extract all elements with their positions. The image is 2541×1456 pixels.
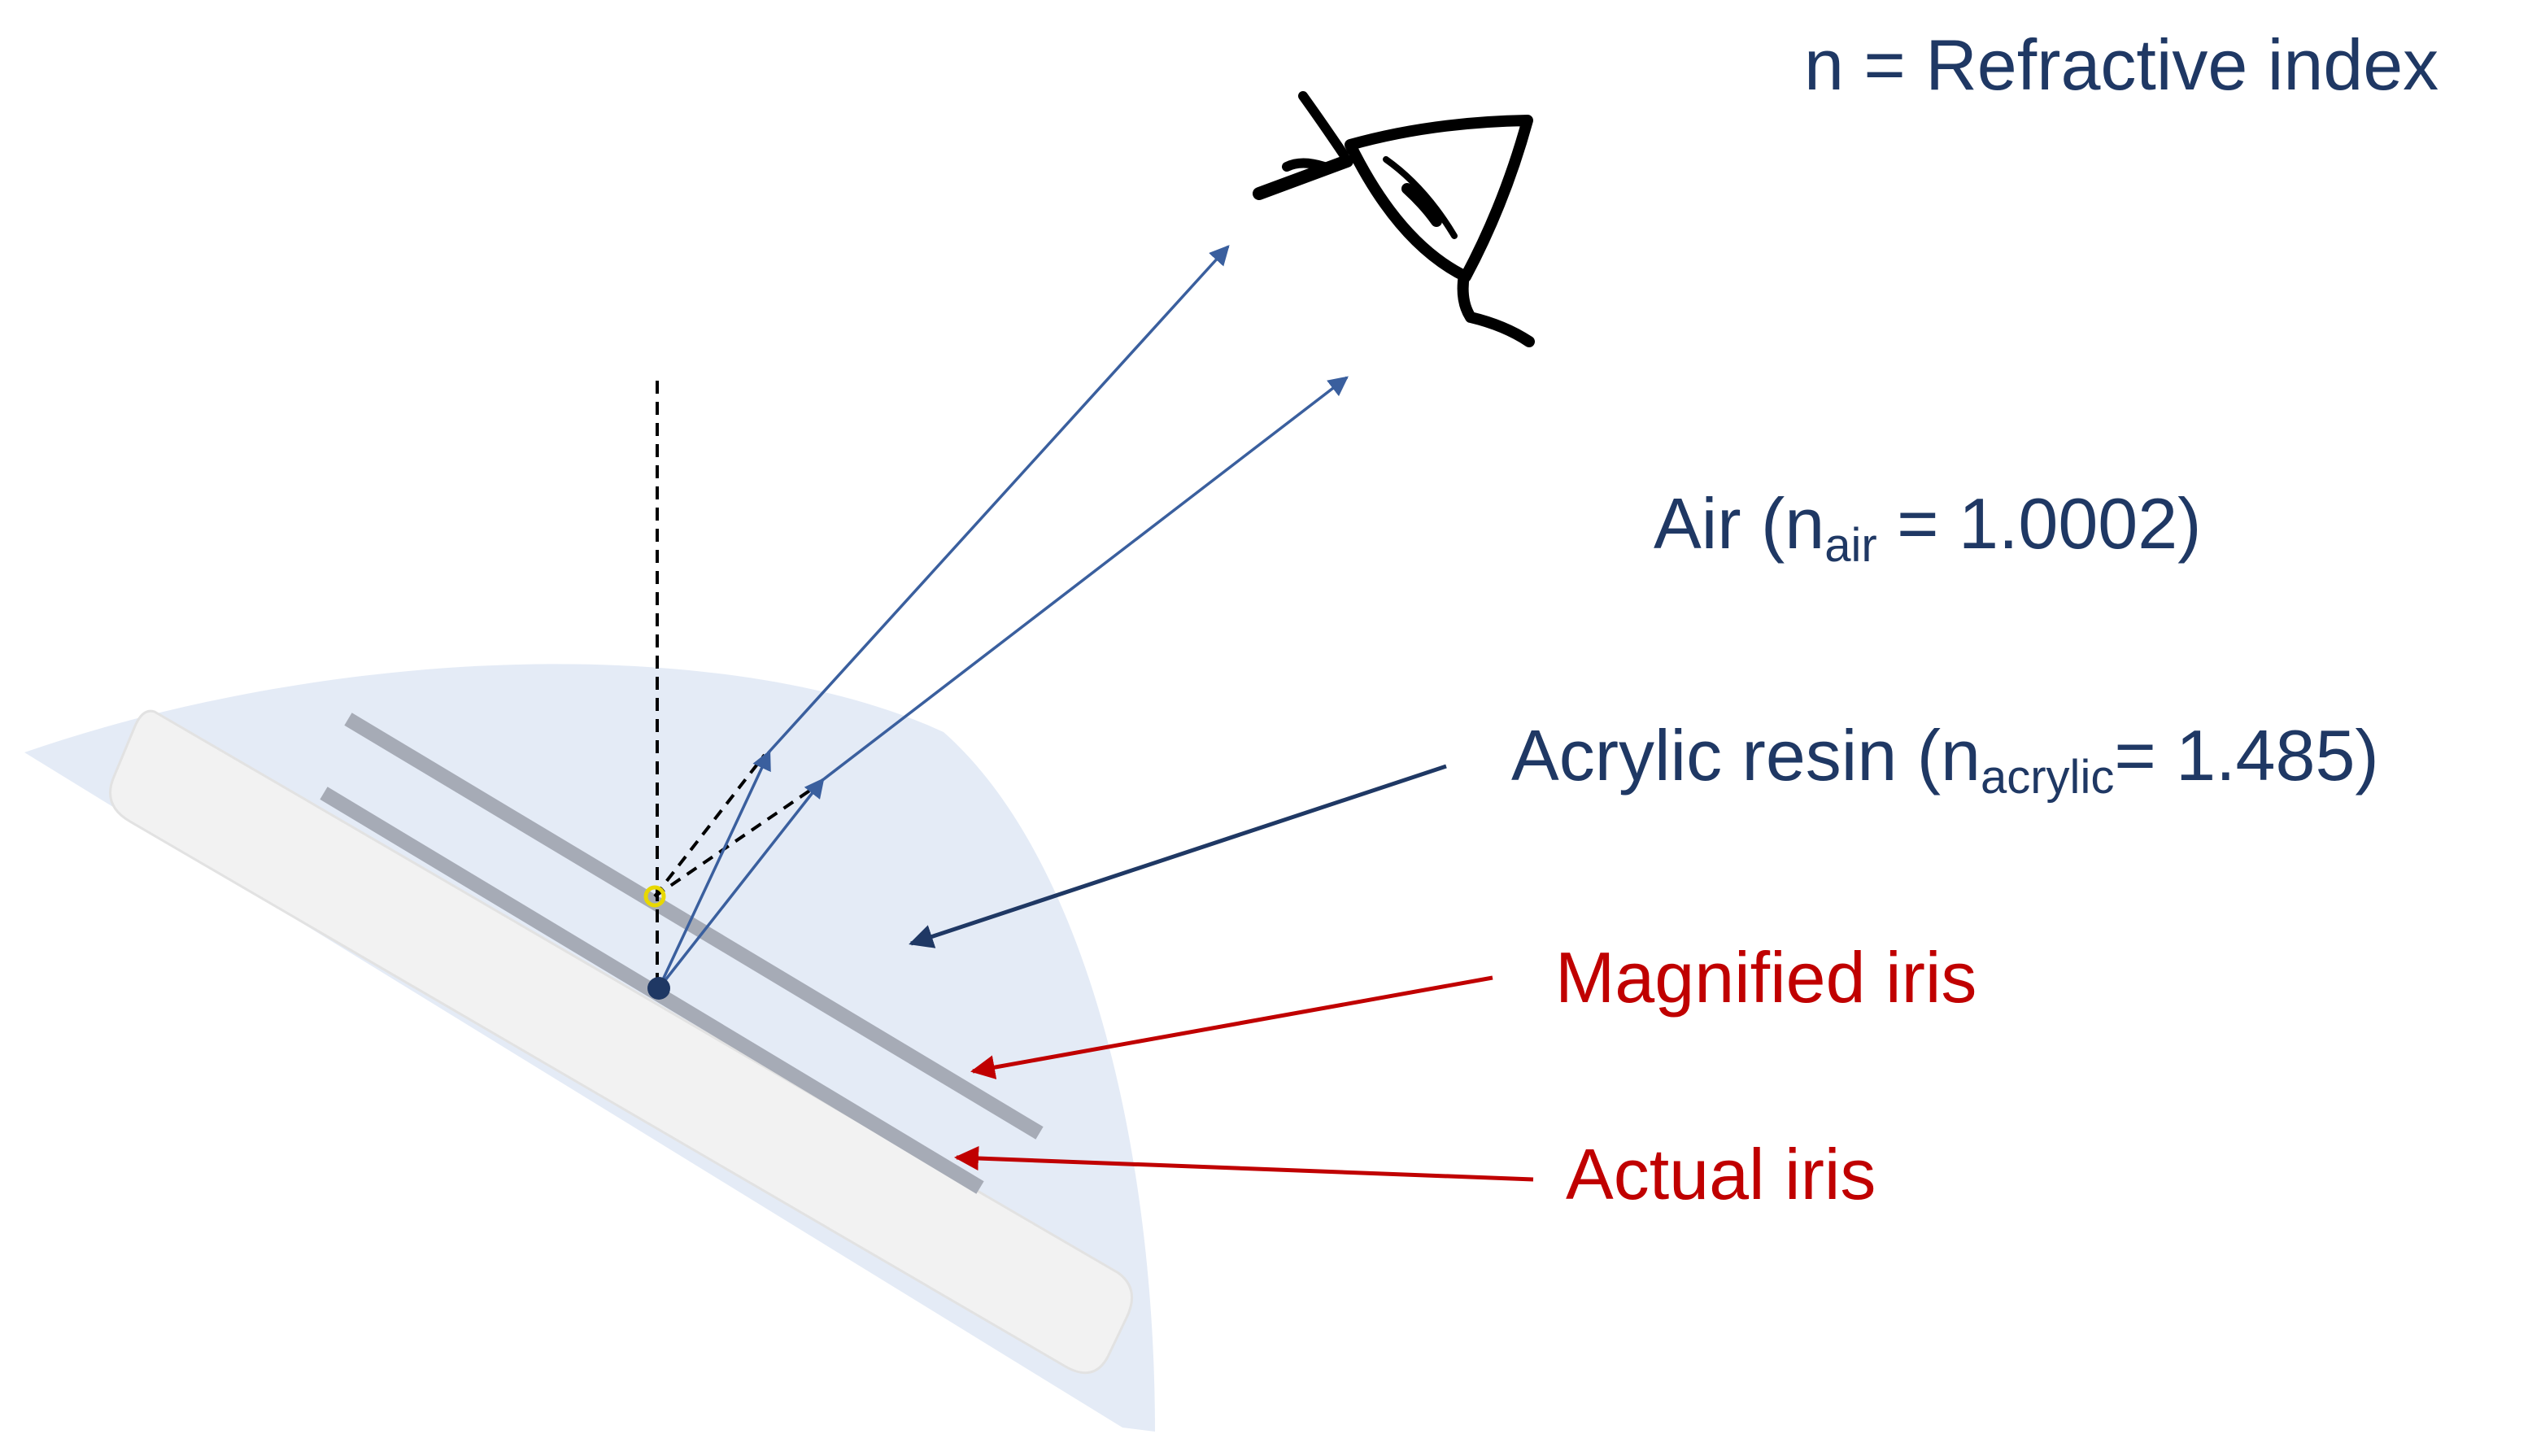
acrylic-medium-label: Acrylic resin (nacrylic= 1.485): [1511, 715, 2379, 804]
actual-iris-point: [647, 977, 670, 1000]
air-medium-label: Air (nair = 1.0002): [1654, 483, 2202, 573]
air-ray-1: [766, 245, 1230, 755]
air-ray-2: [820, 376, 1349, 782]
acrylic-pointer-arrow: [909, 764, 1447, 948]
inner-ray-2: [657, 778, 825, 990]
refractive-index-legend: n = Refractive index: [1804, 24, 2439, 105]
inner-ray-1: [657, 749, 771, 989]
base-plate: [109, 709, 1133, 1375]
virtual-ray-1: [653, 753, 766, 898]
eye-icon: [1253, 91, 1535, 347]
virtual-iris-point: [643, 885, 666, 908]
actual-iris-label: Actual iris: [1566, 1134, 1876, 1214]
magnified-iris-label: Magnified iris: [1555, 937, 1977, 1018]
magnified-iris-bar: [344, 713, 1044, 1140]
actual-iris-pointer-arrow: [954, 1146, 1534, 1182]
virtual-ray-2: [653, 781, 823, 898]
magnified-iris-pointer-arrow: [970, 975, 1493, 1079]
